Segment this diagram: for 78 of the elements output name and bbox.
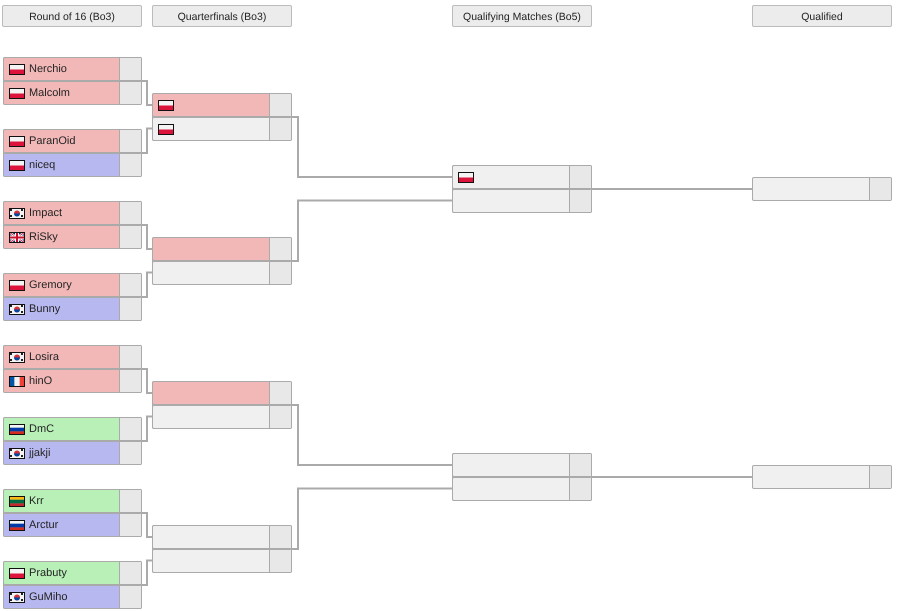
bracket-slot [3, 57, 142, 81]
bracket-line [592, 476, 752, 478]
player-name: Prabuty [29, 566, 67, 580]
bracket-line [592, 188, 752, 190]
bracket-slot [152, 260, 292, 284]
bracket-line [142, 368, 152, 394]
player-name: ParanOid [29, 134, 76, 148]
bracket-slot [3, 224, 142, 248]
player-name: GuMiho [29, 590, 68, 604]
bracket-slot [3, 345, 142, 369]
bracket-slot [152, 381, 292, 405]
player-name: Bunny [29, 302, 60, 316]
bracket-slot [152, 525, 292, 549]
bracket-slot [3, 417, 142, 441]
bracket-line [142, 560, 152, 586]
column-header: Qualified [752, 5, 892, 27]
bracket-line [142, 272, 152, 298]
bracket-slot [152, 116, 292, 140]
player-name: niceq [29, 158, 56, 172]
match-box [3, 417, 142, 465]
player-name: Krr [29, 494, 44, 508]
match-box [152, 93, 292, 141]
column-header: Quarterfinals (Bo3) [152, 5, 292, 27]
bracket-line [142, 128, 152, 154]
match-box [3, 57, 142, 105]
bracket-slot [3, 273, 142, 297]
player-name: hinO [29, 374, 52, 388]
bracket-line [142, 224, 152, 250]
bracket-line [292, 116, 452, 178]
bracket-line [142, 80, 152, 106]
bracket-slot [152, 404, 292, 428]
column-header: Round of 16 (Bo3) [2, 5, 142, 27]
bracket-slot [3, 80, 142, 104]
bracket-slot [452, 476, 592, 500]
bracket-slot [452, 165, 592, 189]
player-name: DmC [29, 422, 54, 436]
bracket-line [292, 200, 452, 262]
bracket-slot [3, 561, 142, 585]
player-name: Losira [29, 350, 59, 364]
bracket-slot [152, 237, 292, 261]
bracket-slot [152, 93, 292, 117]
player-name: RiSky [29, 230, 58, 244]
bracket-slot [3, 512, 142, 536]
match-box [3, 129, 142, 177]
bracket-slot [452, 453, 592, 477]
bracket-slot [3, 368, 142, 392]
bracket-line [292, 404, 452, 466]
bracket-slot [3, 152, 142, 176]
match-box [3, 201, 142, 249]
bracket-slot [452, 188, 592, 212]
bracket-line [292, 488, 452, 550]
match-box [3, 273, 142, 321]
match-box [3, 345, 142, 393]
player-name: jjakji [29, 446, 50, 460]
match-box [152, 525, 292, 573]
bracket-slot [152, 548, 292, 572]
bracket-slot [3, 201, 142, 225]
bracket-slot [3, 129, 142, 153]
bracket-slot [752, 177, 892, 201]
match-box [452, 165, 592, 213]
match-box [452, 453, 592, 501]
bracket-slot [3, 584, 142, 608]
match-box [152, 381, 292, 429]
bracket-slot [752, 465, 892, 489]
bracket-slot [3, 489, 142, 513]
match-box [3, 489, 142, 537]
player-name: Nerchio [29, 62, 67, 76]
player-name: Malcolm [29, 86, 70, 100]
match-box [152, 237, 292, 285]
bracket-slot [3, 296, 142, 320]
bracket-line [142, 416, 152, 442]
player-name: Impact [29, 206, 62, 220]
bracket-line [142, 512, 152, 538]
column-header: Qualifying Matches (Bo5) [452, 5, 592, 27]
player-name: Gremory [29, 278, 72, 292]
match-box [3, 561, 142, 609]
player-name: Arctur [29, 518, 58, 532]
bracket-slot [3, 440, 142, 464]
